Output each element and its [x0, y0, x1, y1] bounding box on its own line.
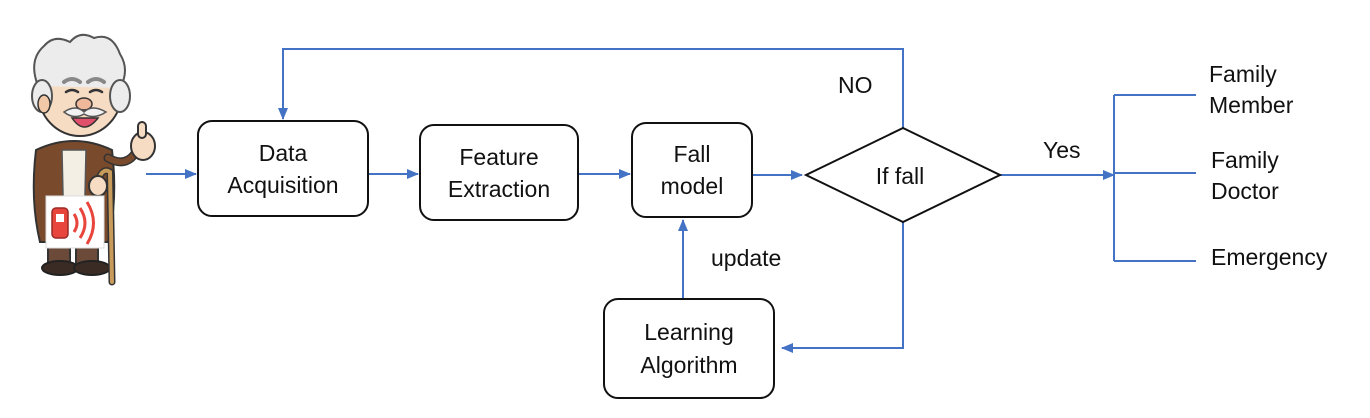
yes-label: Yes [1043, 137, 1081, 163]
data-acquisition-line2: Acquisition [227, 172, 338, 198]
arrow-decision-to-learning [781, 222, 904, 353]
fall-model-line1: Fall [673, 141, 710, 167]
family-member-line2: Member [1209, 92, 1294, 118]
family-doctor-line2: Doctor [1211, 178, 1279, 204]
update-label: update [711, 245, 782, 271]
learning-algorithm-line1: Learning [644, 319, 734, 345]
feature-extraction-line2: Extraction [448, 176, 550, 202]
family-doctor-line1: Family [1211, 147, 1279, 173]
no-label: NO [838, 72, 873, 98]
wearable-sensor-icon [45, 195, 105, 249]
family-member-line1: Family [1209, 61, 1277, 87]
feature-extraction-box: Feature Extraction [419, 124, 579, 221]
feature-extraction-line1: Feature [459, 144, 538, 170]
if-fall-decision: If fall [803, 126, 1003, 224]
data-acquisition-line1: Data [259, 140, 308, 166]
arrow-no-loop [278, 48, 904, 128]
learning-algorithm-box: Learning Algorithm [603, 298, 775, 399]
emergency-label: Emergency [1211, 244, 1328, 270]
if-fall-label: If fall [876, 163, 925, 189]
fall-model-box: Fall model [631, 122, 753, 218]
fall-model-line2: model [661, 173, 724, 199]
data-acquisition-box: Data Acquisition [197, 120, 369, 217]
learning-algorithm-line2: Algorithm [640, 352, 737, 378]
